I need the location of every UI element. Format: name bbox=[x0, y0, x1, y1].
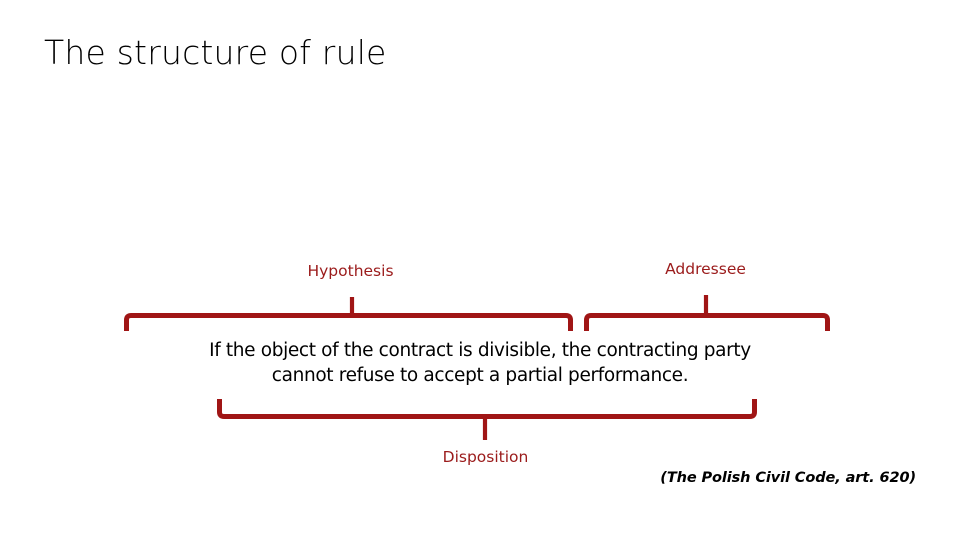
brace-hypothesis-body bbox=[124, 313, 573, 331]
brace-disposition-body bbox=[217, 399, 757, 419]
brace-addressee bbox=[584, 295, 830, 331]
rule-statement: If the object of the contract is divisib… bbox=[110, 338, 850, 388]
label-disposition: Disposition bbox=[442, 448, 529, 466]
brace-hypothesis bbox=[124, 297, 573, 331]
source-citation: (The Polish Civil Code, art. 620) bbox=[660, 470, 916, 486]
brace-addressee-body bbox=[584, 313, 830, 331]
brace-disposition bbox=[217, 399, 757, 440]
rule-statement-line-1: If the object of the contract is divisib… bbox=[209, 340, 751, 361]
label-hypothesis: Hypothesis bbox=[307, 262, 394, 280]
label-addressee: Addressee bbox=[665, 260, 746, 278]
page-title: The structure of rule bbox=[44, 33, 387, 72]
rule-statement-line-2: cannot refuse to accept a partial perfor… bbox=[271, 365, 689, 386]
